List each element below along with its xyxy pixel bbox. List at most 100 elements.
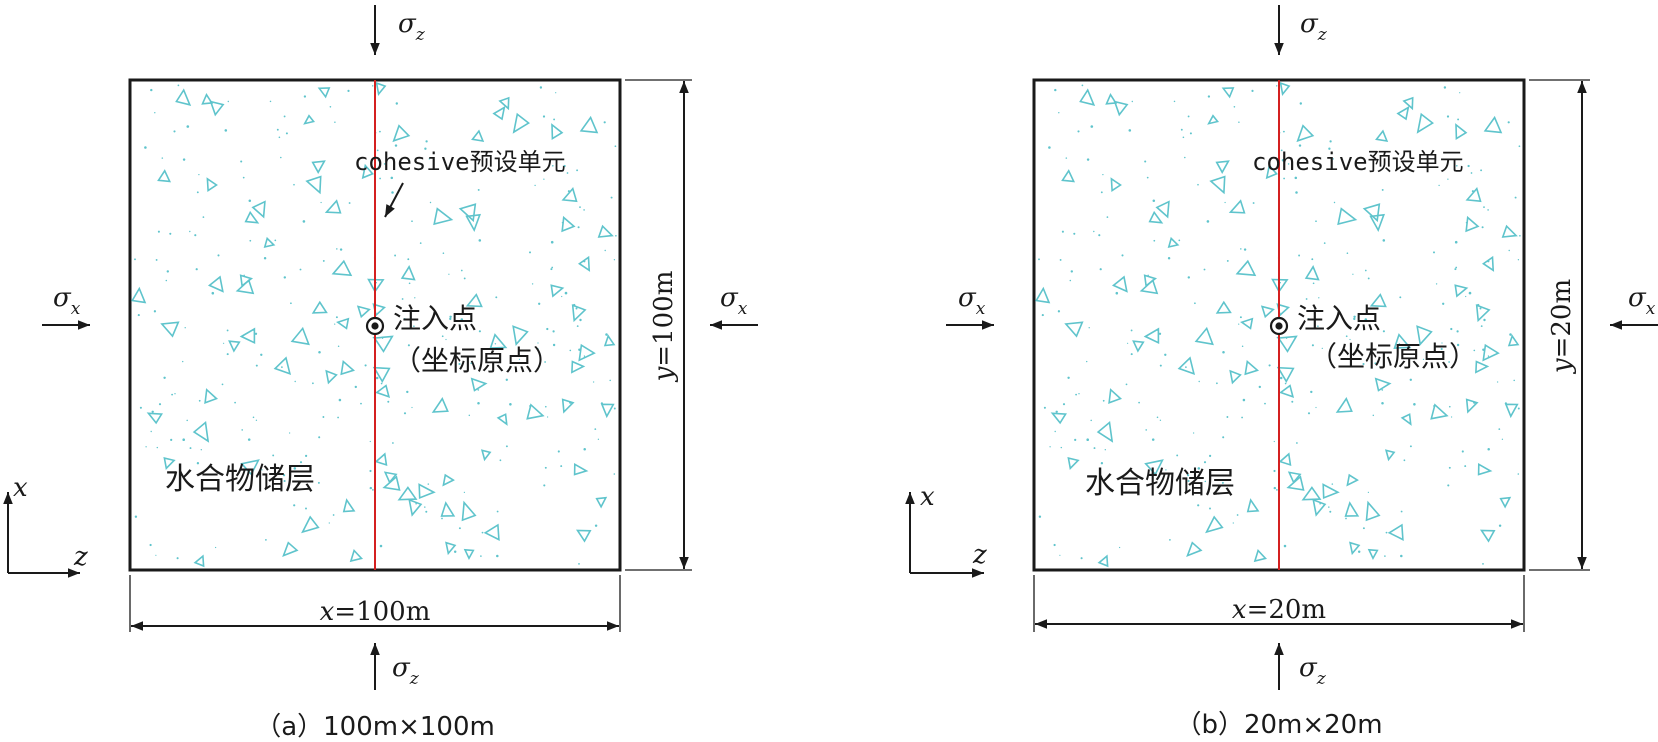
particle-dot <box>505 445 508 448</box>
particle-dot <box>1086 158 1090 161</box>
svg-text:σz: σz <box>1300 9 1328 45</box>
particle-dot <box>1318 297 1320 299</box>
particle-triangle <box>512 112 531 134</box>
particle-dot <box>173 130 176 133</box>
particle-dot <box>1312 282 1315 285</box>
particle-dot <box>1385 531 1388 534</box>
svg-text:y=20m: y=20m <box>1547 279 1577 374</box>
particle-dot <box>1332 158 1334 160</box>
particle-dot <box>182 360 184 363</box>
origin-label-b: （坐标原点） <box>1309 340 1477 373</box>
particle-dot <box>182 438 185 441</box>
particle-dot <box>470 362 473 365</box>
particle-dot <box>1381 188 1384 191</box>
particle-dot <box>305 454 308 457</box>
particle-triangle <box>1278 452 1292 467</box>
particle-triangle <box>1387 523 1404 541</box>
particle-dot <box>496 554 499 558</box>
particle-dot <box>578 563 580 565</box>
particle-dot <box>1279 376 1283 380</box>
particle-dot <box>1433 405 1435 407</box>
particle-dot <box>312 382 314 385</box>
particle-dot <box>369 440 371 443</box>
particle-triangle <box>311 300 328 314</box>
particle-dot <box>509 403 512 406</box>
particle-dot <box>170 438 173 441</box>
particle-dot <box>293 467 297 470</box>
particle-dot <box>1062 403 1066 406</box>
particle-dot <box>293 183 295 186</box>
particle-triangle <box>1113 100 1129 117</box>
particle-dot <box>1276 336 1279 339</box>
particle-triangle <box>496 413 508 426</box>
particle-triangle <box>595 496 608 509</box>
particle-triangle <box>392 124 411 143</box>
stress-top-sub-a: z <box>415 25 426 45</box>
particle-dot <box>597 438 600 440</box>
particle-dot <box>1055 410 1058 413</box>
particle-triangle <box>1110 177 1122 193</box>
reservoir-label-b: 水合物储层 <box>1085 466 1235 501</box>
particle-dot <box>226 329 229 332</box>
particle-dot <box>1216 382 1218 385</box>
particle-dot <box>564 291 568 295</box>
particle-dot <box>1207 95 1211 98</box>
particle-dot <box>1447 178 1449 180</box>
particle-dot <box>151 410 154 413</box>
particle-dot <box>553 118 556 121</box>
particle-triangle <box>418 483 436 500</box>
particle-dot <box>1329 510 1332 513</box>
particle-dot <box>281 366 283 368</box>
particle-dot <box>577 226 580 229</box>
particle-dot <box>1049 446 1051 448</box>
particle-triangle <box>317 87 331 99</box>
particle-triangle <box>1035 286 1051 304</box>
particle-triangle <box>1205 515 1224 534</box>
particle-triangle <box>235 278 255 295</box>
dim-y-var-a: y <box>649 366 679 382</box>
stress-left-symbol-a: σ <box>53 283 72 313</box>
particle-triangle <box>579 115 599 134</box>
particle-dot <box>480 555 482 557</box>
particle-dot <box>579 206 581 208</box>
particle-dot <box>354 385 357 389</box>
particle-dot <box>145 446 147 448</box>
particle-dot <box>1477 303 1480 307</box>
particle-dot <box>1156 416 1159 419</box>
particle-triangle <box>442 473 455 487</box>
particle-triangle <box>1050 412 1067 425</box>
particle-triangle <box>206 177 218 193</box>
particle-dot <box>1291 400 1294 403</box>
particle-dot <box>139 406 142 409</box>
particle-triangle <box>480 449 492 462</box>
particle-triangle <box>1454 284 1469 298</box>
particle-triangle <box>397 486 418 501</box>
particle-dot <box>1496 381 1499 383</box>
particle-dot <box>380 382 383 385</box>
particle-dot <box>1357 550 1361 554</box>
particle-triangle <box>1346 473 1359 487</box>
particle-dot <box>583 448 586 451</box>
particle-field-a <box>131 81 617 568</box>
particle-dot <box>1364 318 1368 321</box>
particle-dot <box>604 249 606 252</box>
particle-dot <box>272 454 275 457</box>
particle-dot <box>375 376 379 380</box>
particle-dot <box>211 291 215 295</box>
particle-dot <box>1465 221 1468 224</box>
particle-triangle <box>1312 498 1327 517</box>
particle-dot <box>335 316 338 319</box>
particle-dot <box>613 407 616 410</box>
particle-triangle <box>375 81 387 96</box>
origin-label-a: （坐标原点） <box>393 344 561 377</box>
particle-dot <box>1487 448 1490 451</box>
particle-dot <box>149 543 152 547</box>
particle-dot <box>428 158 430 160</box>
particle-dot <box>528 251 532 254</box>
particle-dot <box>394 254 397 257</box>
particle-dot <box>544 466 547 469</box>
particle-dot <box>1275 85 1278 87</box>
coordinate-axes-b <box>905 492 984 578</box>
stress-bottom-sub-a: z <box>409 669 420 689</box>
particle-dot <box>1152 199 1156 202</box>
